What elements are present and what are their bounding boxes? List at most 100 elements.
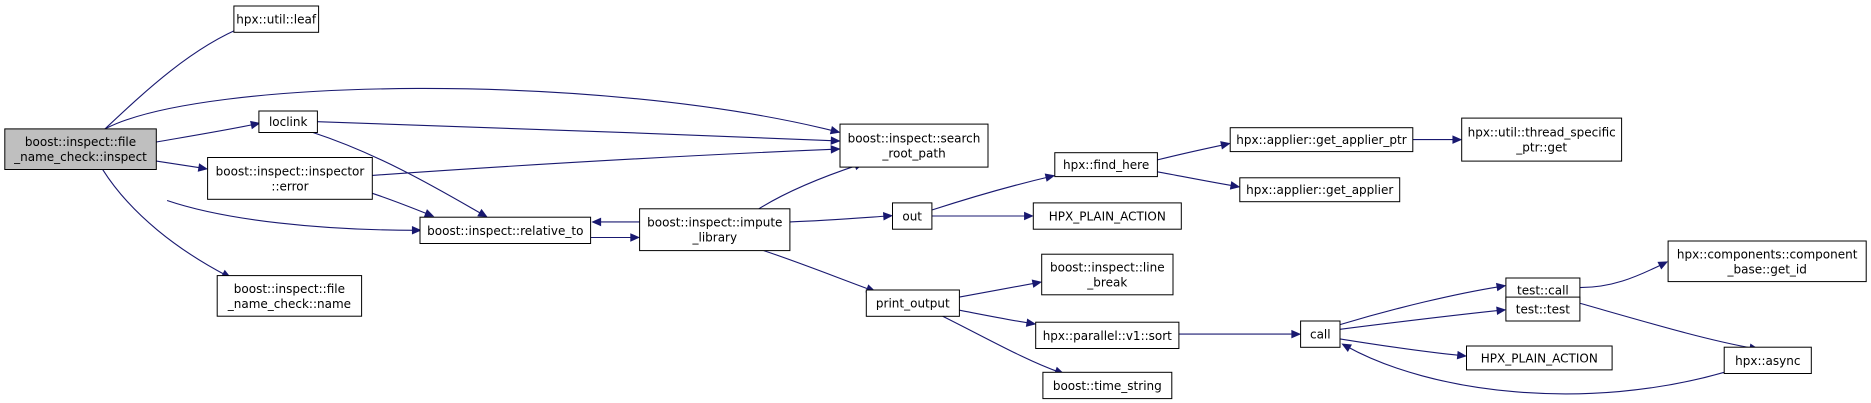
- node-box: [1505, 296, 1581, 322]
- node-test-call[interactable]: test::call: [1505, 277, 1581, 303]
- edge-line: [1339, 338, 1462, 357]
- node-test-test[interactable]: test::test: [1505, 296, 1581, 322]
- edge-sort-to-call: [1178, 329, 1302, 339]
- arrowhead-icon: [830, 145, 841, 154]
- node-error[interactable]: boost::inspect::inspector::error: [207, 157, 373, 200]
- node-box: [1466, 345, 1613, 371]
- node-label: ::error: [271, 179, 308, 193]
- edge-line: [104, 25, 245, 130]
- edge-line: [156, 123, 256, 143]
- node-loclink[interactable]: loclink: [258, 110, 318, 133]
- edge-async-to-call: [1341, 343, 1725, 395]
- node-relative-to[interactable]: boost::inspect::relative_to: [419, 216, 592, 244]
- arrowhead-icon: [1031, 279, 1043, 288]
- node-box: [839, 123, 989, 168]
- arrowhead-icon: [1657, 261, 1669, 270]
- edge-inspect-to-loclink: [156, 120, 261, 143]
- arrowhead-icon: [1024, 211, 1034, 221]
- edge-line: [1339, 285, 1502, 326]
- node-fnc-name[interactable]: boost::inspect::file_name_check::name: [216, 275, 363, 317]
- nodes-layer: boost::inspect::file_name_check::inspect…: [4, 5, 1867, 400]
- node-call[interactable]: call: [1300, 320, 1341, 348]
- arrowhead-icon: [1456, 350, 1467, 360]
- node-async[interactable]: hpx::async: [1723, 346, 1812, 375]
- node-find-here[interactable]: hpx::find_here: [1054, 152, 1158, 178]
- node-label: boost::inspect::line: [1050, 260, 1165, 274]
- edge-line: [166, 199, 417, 231]
- node-line-break[interactable]: boost::inspect::line_break: [1041, 253, 1174, 296]
- node-box: [1461, 117, 1623, 162]
- node-box: [1239, 177, 1401, 203]
- arrowhead-icon: [1229, 181, 1241, 190]
- node-component-get-id[interactable]: hpx::components::component_base::get_id: [1667, 240, 1867, 283]
- edge-line: [942, 315, 1060, 373]
- node-out[interactable]: out: [892, 202, 933, 230]
- node-label: loclink: [269, 115, 308, 129]
- node-time-string[interactable]: boost::time_string: [1042, 371, 1173, 400]
- node-impute[interactable]: boost::inspect::impute_library: [639, 208, 791, 252]
- edge-line: [1157, 143, 1226, 161]
- edges-layer: [102, 23, 1760, 395]
- edge-line: [1574, 301, 1755, 349]
- arrowhead-icon: [1220, 141, 1231, 150]
- node-inspect[interactable]: boost::inspect::file_name_check::inspect: [4, 128, 157, 170]
- node-label: hpx::parallel::v1::sort: [1043, 329, 1172, 343]
- edge-impute-to-search_root: [758, 162, 865, 210]
- node-label: HPX_PLAIN_ACTION: [1481, 352, 1598, 366]
- edge-line: [959, 282, 1038, 298]
- edge-impute-to-print_output: [763, 250, 876, 293]
- node-box: [639, 208, 791, 252]
- node-label: boost::inspect::impute: [647, 216, 782, 230]
- edge-line: [1339, 309, 1502, 330]
- node-label: _break: [1086, 275, 1127, 289]
- arrowhead-icon: [197, 163, 209, 172]
- edge-line: [1579, 263, 1664, 289]
- edge-line: [931, 176, 1051, 211]
- node-thread-specific[interactable]: hpx::util::thread_specific_ptr::get: [1461, 117, 1623, 162]
- node-box: [1035, 321, 1180, 350]
- node-label: hpx::util::leaf: [236, 13, 317, 27]
- edge-line: [789, 215, 888, 223]
- edge-test_call-to-component_get_id: [1579, 261, 1669, 289]
- node-label: print_output: [876, 297, 950, 311]
- node-hpx-plain-1[interactable]: HPX_PLAIN_ACTION: [1032, 202, 1182, 230]
- arrowhead-icon: [829, 126, 841, 135]
- arrowhead-icon: [411, 226, 422, 235]
- edge-inspect-to-relative_to: [166, 199, 422, 235]
- node-box: [1054, 152, 1158, 178]
- node-label: HPX_PLAIN_ACTION: [1049, 210, 1166, 224]
- edge-out-to-hpx_plain_1: [931, 211, 1034, 221]
- edge-call-to-test_call: [1339, 282, 1507, 326]
- node-get-applier[interactable]: hpx::applier::get_applier: [1239, 177, 1401, 203]
- node-box: [1041, 253, 1174, 296]
- node-hpx-plain-2[interactable]: HPX_PLAIN_ACTION: [1466, 345, 1613, 371]
- edge-print_output-to-line_break: [959, 279, 1043, 298]
- node-label: boost::inspect::relative_to: [427, 224, 583, 238]
- node-box: [233, 5, 320, 33]
- arrowhead-icon: [1291, 329, 1302, 339]
- edge-impute-to-out: [789, 212, 894, 223]
- edge-inspect-to-error: [156, 160, 209, 172]
- node-search-root[interactable]: boost::inspect::search_root_path: [839, 123, 989, 168]
- edge-line: [317, 121, 836, 142]
- edge-loclink-to-search_root: [317, 121, 841, 145]
- node-box: [1300, 320, 1341, 348]
- node-label: test::test: [1516, 303, 1570, 317]
- node-leaf[interactable]: hpx::util::leaf: [233, 5, 320, 33]
- arrowhead-icon: [1341, 343, 1352, 352]
- node-label: call: [1310, 328, 1331, 342]
- node-print-output[interactable]: print_output: [865, 289, 960, 317]
- arrowhead-icon: [1452, 135, 1463, 144]
- node-box: [865, 289, 960, 317]
- node-get-applier-ptr[interactable]: hpx::applier::get_applier_ptr: [1229, 127, 1414, 153]
- node-box: [419, 216, 592, 244]
- edge-line: [758, 164, 860, 210]
- arrowhead-icon: [250, 120, 261, 130]
- edge-find_here-to-get_applier_ptr: [1157, 141, 1231, 161]
- node-box: [216, 275, 363, 317]
- node-box: [4, 128, 157, 170]
- node-label: boost::inspect::inspector: [216, 164, 365, 178]
- node-label: _ptr::get: [1515, 141, 1567, 155]
- node-sort[interactable]: hpx::parallel::v1::sort: [1035, 321, 1180, 350]
